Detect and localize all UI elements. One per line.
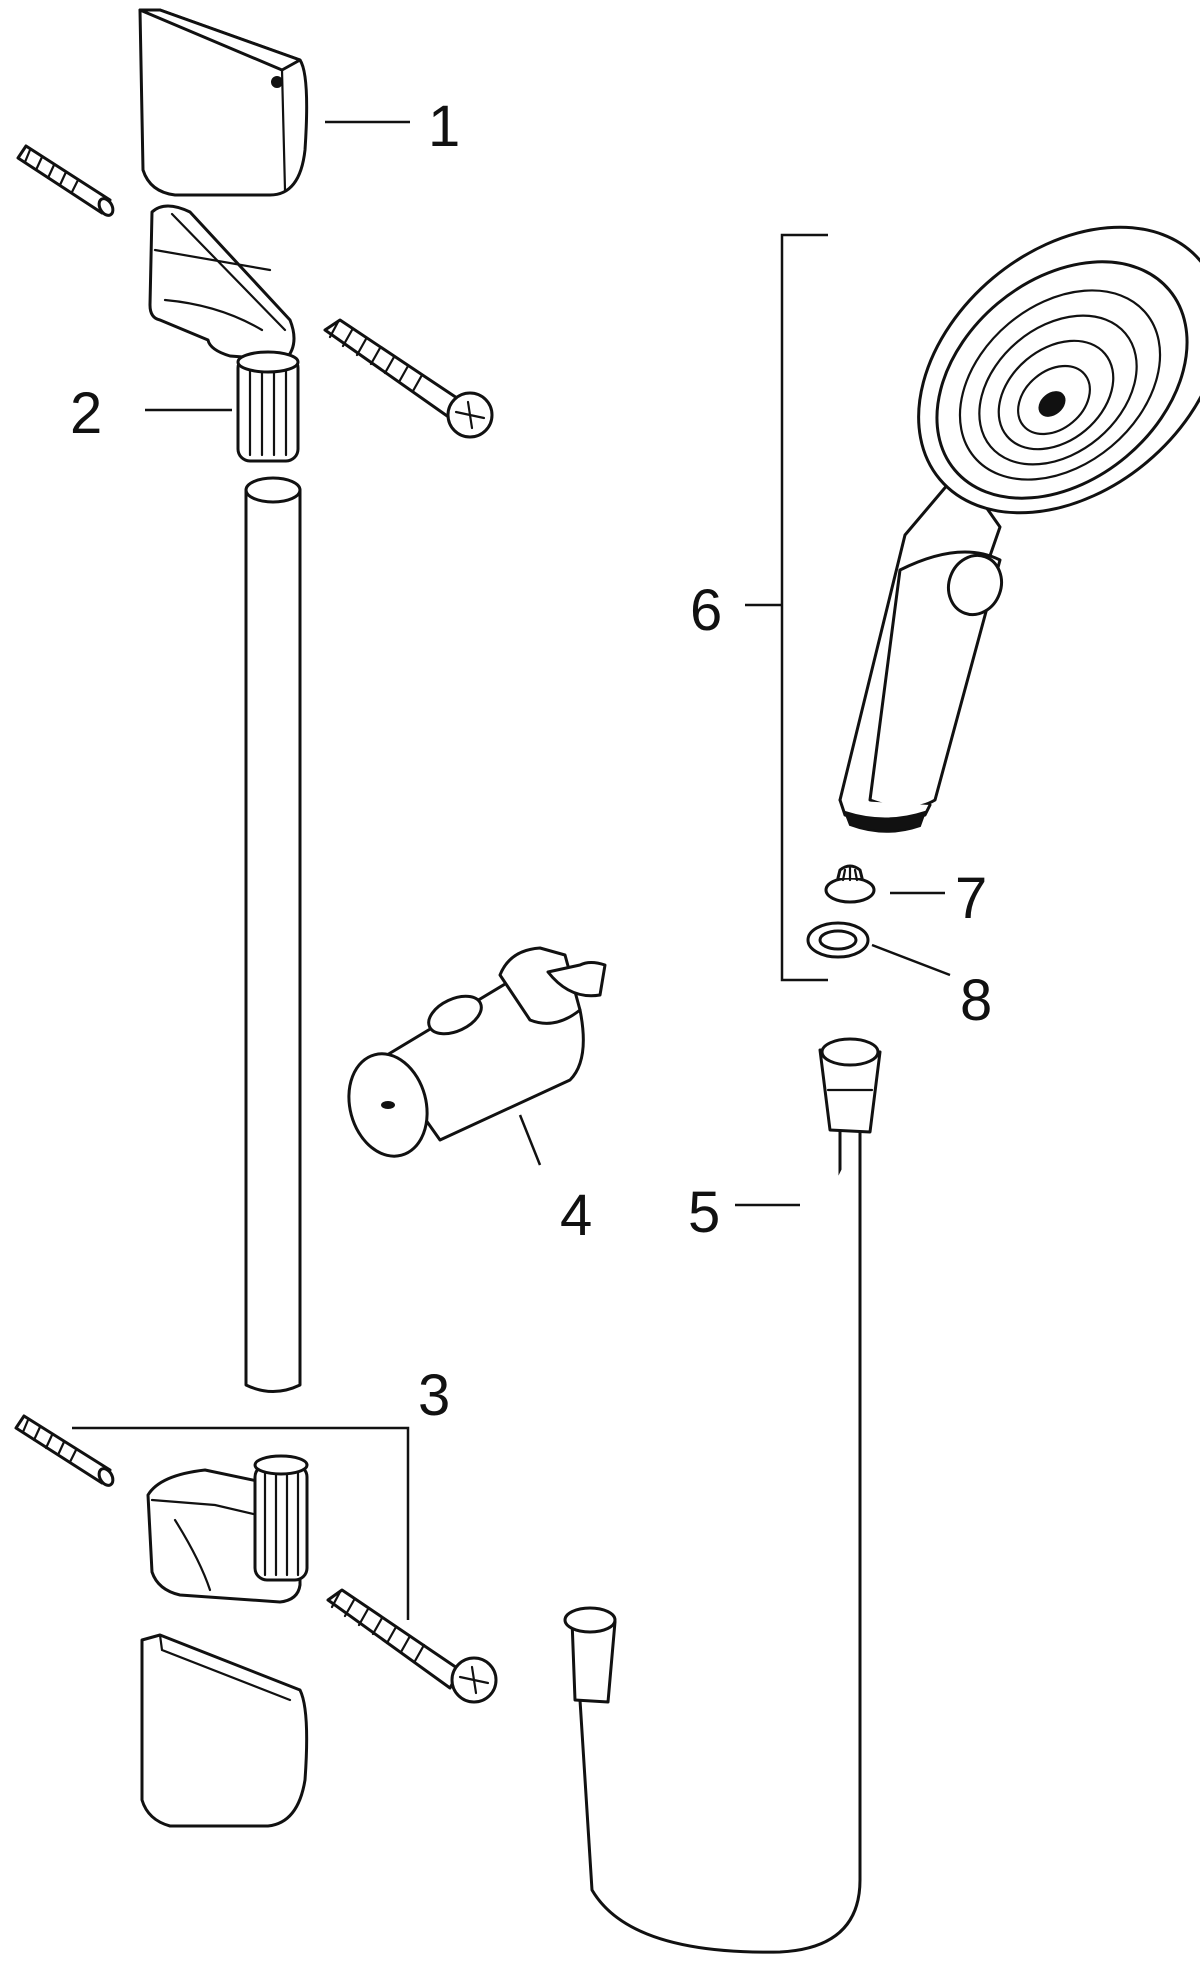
callout-5: 5	[688, 1180, 720, 1245]
callout-3: 3	[418, 1363, 450, 1428]
part-7-strainer	[824, 864, 876, 904]
part-2-upper-bracket	[148, 204, 300, 463]
callout-8: 8	[960, 968, 992, 1033]
part-5-hose	[563, 1037, 882, 1954]
part-8-washer	[806, 921, 870, 959]
part-6-hand-shower	[838, 225, 1200, 833]
callout-7: 7	[955, 866, 987, 931]
callout-2: 2	[70, 381, 102, 446]
wall-anchor-lower	[14, 1414, 115, 1487]
leader-lines	[145, 120, 951, 1207]
part-1-top-cover	[138, 8, 309, 197]
screw-upper	[323, 318, 494, 439]
group-bracket-3	[72, 1426, 410, 1620]
part-3-lower-bracket	[146, 1454, 309, 1604]
lower-end-cap	[140, 1633, 309, 1828]
callout-1: 1	[428, 94, 460, 159]
slide-rail	[244, 476, 302, 1393]
callout-6: 6	[690, 578, 722, 643]
part-4-shower-holder	[347, 946, 607, 1158]
callout-4: 4	[560, 1183, 592, 1248]
screw-lower	[326, 1588, 498, 1704]
group-bracket-6-8	[780, 233, 828, 982]
wall-anchor-upper	[16, 144, 115, 217]
